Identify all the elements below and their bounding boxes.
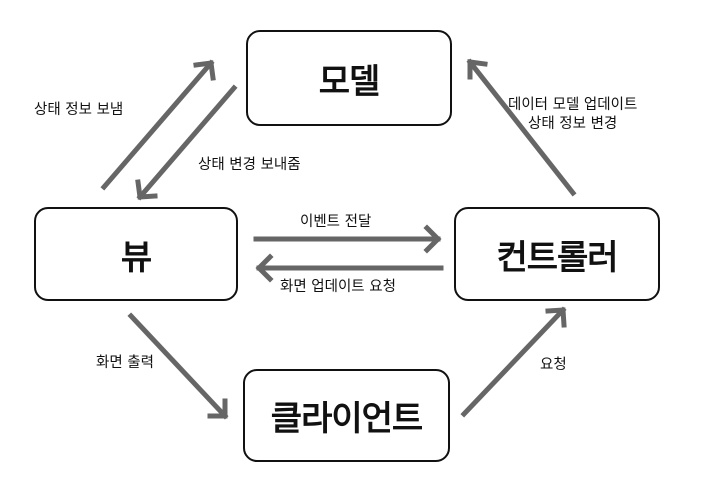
node-view-label: 뷰 bbox=[120, 237, 152, 278]
edge-label-client-to-controller: 요청 bbox=[540, 357, 567, 373]
edge-label-controller-to-model-line-1: 데이터 모델 업데이트 bbox=[508, 97, 638, 113]
node-controller-label: 컨트롤러 bbox=[496, 237, 618, 278]
arrow-view-to-model bbox=[100, 59, 216, 191]
node-client: 클라이언트 bbox=[243, 369, 450, 462]
arrow-client-to-controller bbox=[460, 306, 567, 418]
node-client-label: 클라이언트 bbox=[270, 399, 423, 439]
arrow-controller-to-model bbox=[466, 58, 577, 197]
arrow-model-to-view bbox=[135, 84, 238, 201]
node-model: 모델 bbox=[246, 30, 452, 126]
node-controller: 컨트롤러 bbox=[454, 207, 660, 301]
arrow-controller-to-view bbox=[255, 253, 444, 283]
edge-label-model-to-view: 상태 변경 보내줌 bbox=[198, 157, 301, 173]
node-view: 뷰 bbox=[34, 207, 238, 301]
edge-label-view-to-controller: 이벤트 전달 bbox=[300, 214, 372, 230]
edge-label-controller-to-model: 데이터 모델 업데이트 상태 정보 변경 bbox=[508, 96, 637, 134]
edge-label-view-to-model: 상태 정보 보냄 bbox=[34, 102, 124, 118]
edge-label-controller-to-model-line-2: 상태 정보 변경 bbox=[528, 116, 618, 132]
edge-label-controller-to-view: 화면 업데이트 요청 bbox=[280, 279, 396, 295]
arrow-view-to-controller bbox=[253, 224, 442, 254]
edge-label-view-to-client: 화면 출력 bbox=[96, 355, 154, 371]
arrow-view-to-client bbox=[127, 312, 229, 420]
node-model-label: 모델 bbox=[318, 61, 381, 102]
